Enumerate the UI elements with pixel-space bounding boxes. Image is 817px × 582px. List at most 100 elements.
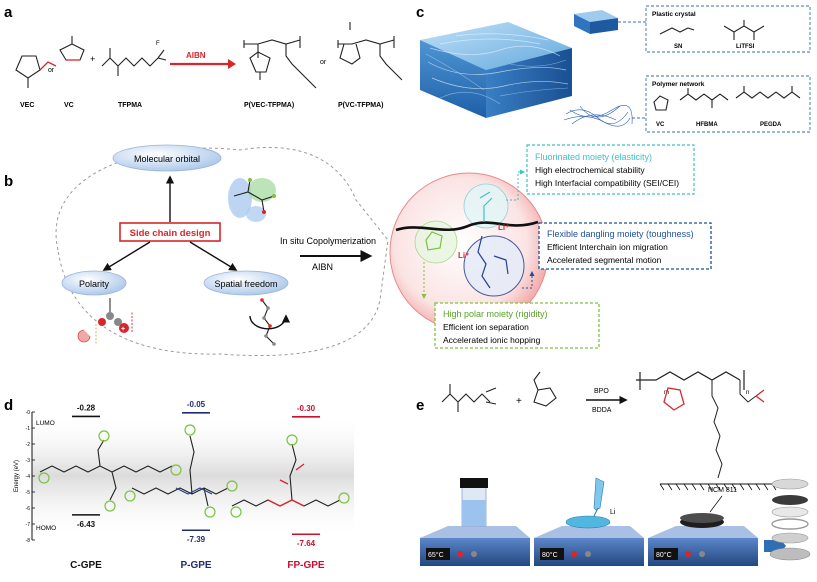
aibn-label-b: AIBN <box>312 262 333 272</box>
energy-tick-label: -1 <box>26 426 31 432</box>
panel-e: e + BPO BDDA m n 65°C <box>416 370 811 566</box>
lumo-value-fp-gpe: -0.30 <box>297 404 316 413</box>
arrow-to-spatial <box>189 241 238 271</box>
design-boundary <box>55 146 389 356</box>
system-name-c-gpe: C-GPE <box>70 560 102 571</box>
label-pegda: PEGDA <box>760 122 782 128</box>
step-2-hotplate: 80°C Li <box>534 477 644 566</box>
label-litfsi: LiTFSI <box>736 44 755 50</box>
polymer-network-box <box>645 75 811 133</box>
flexible-moiety-bubble <box>463 235 525 297</box>
p-gpe-highlight <box>175 487 213 495</box>
flexible-line-1: Efficient Interchain ion migration <box>547 242 668 252</box>
lumo-label: LUMO <box>36 420 55 427</box>
p-gpe-rings <box>124 424 238 518</box>
vec-molecule <box>15 55 57 88</box>
arrow-to-polarity <box>102 241 151 271</box>
lumo-value-p-gpe: -0.05 <box>187 400 206 409</box>
p-vc-tfpma-structure <box>337 22 403 81</box>
molecular-orbital-bubble <box>112 144 222 172</box>
step-1-hotplate: 65°C <box>420 478 530 566</box>
polarity-label: Polarity <box>79 279 110 289</box>
panel-letter-d: d <box>4 397 13 414</box>
energy-tick-label: -4 <box>26 474 31 480</box>
plastic-crystal-slab <box>574 10 618 34</box>
system-name-fp-gpe: FP-GPE <box>287 560 325 571</box>
homo-value-fp-gpe: -7.64 <box>297 539 316 548</box>
dipole-illustration: + <box>77 298 133 344</box>
flexible-line-2: Accelerated segmental motion <box>547 255 662 265</box>
plastic-crystal-box <box>645 5 811 53</box>
polar-line-1: Efficient ion separation <box>443 322 529 332</box>
tfpma-f: F <box>156 41 160 47</box>
pipette <box>593 477 605 511</box>
flexible-title: Flexible dangling moiety (toughness) <box>547 229 694 239</box>
c-gpe-structure <box>39 439 173 501</box>
panel-letter-e: e <box>416 397 424 414</box>
copolymerization-label: In situ Copolymerization <box>280 236 376 246</box>
label-p-vc-tfpma: P(VC-TFPMA) <box>338 102 384 109</box>
panel-letter-a: a <box>4 4 13 21</box>
plus-a: + <box>90 54 95 64</box>
homo-label: HOMO <box>36 525 56 532</box>
vial-cap <box>460 478 488 488</box>
flexible-pointer <box>522 271 535 289</box>
product-vec-ring <box>663 387 685 411</box>
label-p-vec-tfpma: P(VEC-TFPMA) <box>244 102 294 109</box>
label-hfbma: HFBMA <box>696 122 718 128</box>
litfsi-structure <box>723 20 765 40</box>
or-1: or <box>48 67 55 74</box>
fluorinated-pointer <box>506 169 525 201</box>
li-label-e: Li <box>610 509 616 516</box>
lithium-disk <box>565 515 611 529</box>
energy-tick-label: -0 <box>26 410 31 416</box>
homo-value-c-gpe: -6.43 <box>77 520 96 529</box>
step-4-coin-cell <box>769 478 811 561</box>
gel-block <box>420 22 572 118</box>
p-vec-tfpma-structure <box>243 36 317 89</box>
panel-letter-c: c <box>416 4 424 21</box>
fp-gpe-rings <box>230 434 350 518</box>
flexible-callout <box>538 222 712 270</box>
bdda-label: BDDA <box>592 407 612 414</box>
energy-tick-label: -6 <box>26 506 31 512</box>
polymer-backbone <box>395 220 539 232</box>
polar-moiety-bubble <box>414 220 458 264</box>
energy-tick-label: -3 <box>26 458 31 464</box>
lumo-value-c-gpe: -0.28 <box>77 403 96 412</box>
bpo-label: BPO <box>594 388 609 395</box>
panel-c: c Plastic crystal SN LiTFSI <box>416 4 811 133</box>
label-sn: SN <box>674 44 682 50</box>
sn-structure <box>659 27 695 35</box>
product-crosslink <box>711 380 723 479</box>
label-vc: VC <box>64 102 74 109</box>
product-backbone <box>636 370 745 390</box>
panel-a: a VEC or VC + F TFPMA AIBN <box>4 4 403 109</box>
flexible-chain <box>477 235 509 289</box>
polar-ring <box>425 231 443 251</box>
energy-ticks: -0-1-2-3-4-5-6-7-8 <box>26 410 35 544</box>
label-vc-c: VC <box>656 122 665 128</box>
spatial-freedom-label: Spatial freedom <box>214 279 277 289</box>
subscript-n: n <box>746 390 749 396</box>
pegda-structure <box>735 86 801 99</box>
polymer-fibres <box>563 105 633 127</box>
side-chain-design-label: Side chain design <box>130 228 211 239</box>
energy-axis-label: Energy (eV) <box>14 460 20 492</box>
energy-tick-label: -2 <box>26 442 31 448</box>
energy-tick-label: -8 <box>26 538 31 544</box>
molecular-orbital-label: Molecular orbital <box>134 154 200 164</box>
panel-letter-b: b <box>4 173 13 190</box>
li-ion-2: Li⁺ <box>458 251 469 260</box>
fp-gpe-fluorine <box>267 463 305 507</box>
svg-text:+: + <box>121 326 125 333</box>
ncm-label: NCM 811 <box>708 487 737 494</box>
spatial-freedom-bubble <box>203 270 289 296</box>
aibn-arrowhead <box>228 59 236 69</box>
li-ion-1: Li⁺ <box>498 223 509 232</box>
step-1-temp: 65°C <box>428 551 444 559</box>
vc-structure-c <box>653 95 669 111</box>
c-gpe-rings <box>38 430 182 512</box>
system-name-p-gpe: P-GPE <box>180 560 211 571</box>
